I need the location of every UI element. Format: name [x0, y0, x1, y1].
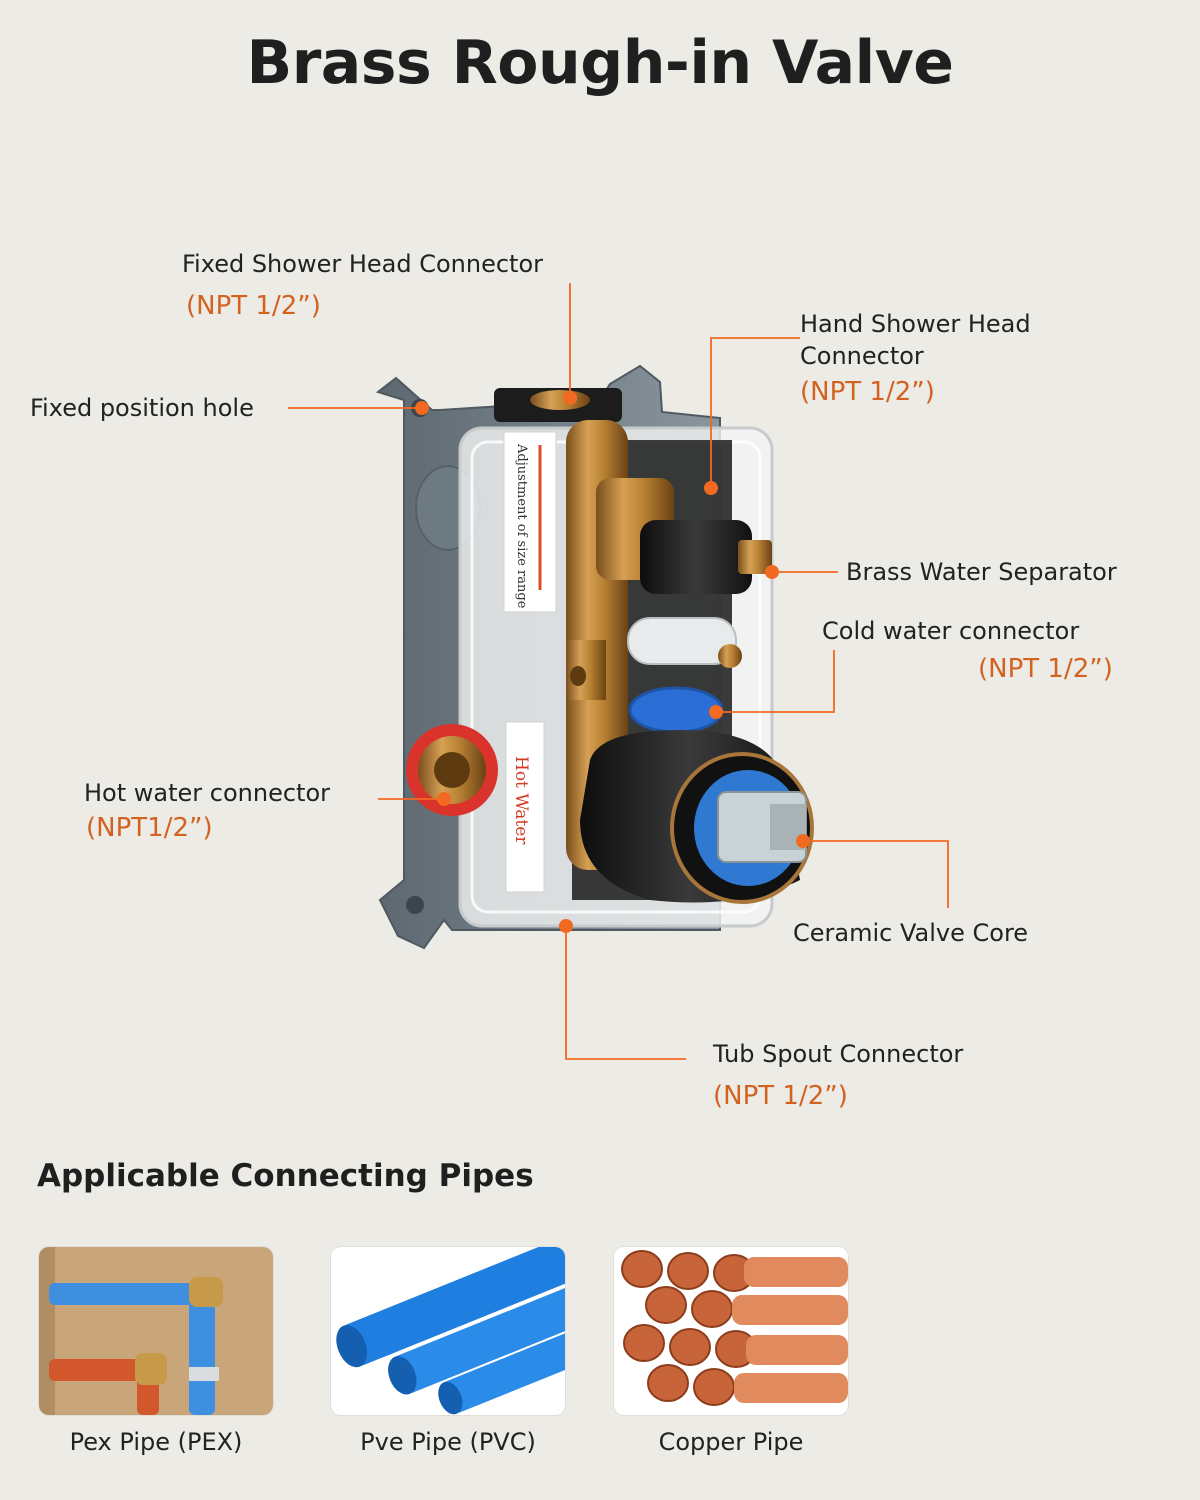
- callout-dot-fixed-shower: [563, 391, 577, 405]
- callout-dot-hot-water: [437, 792, 451, 806]
- cold-check-stub: [627, 617, 742, 668]
- callout-dot-hand-shower: [704, 481, 718, 495]
- separator-label: Brass Water Separator: [846, 558, 1117, 586]
- pvc-pipe-caption: Pve Pipe (PVC): [360, 1428, 536, 1456]
- fixed-hole-label: Fixed position hole: [30, 394, 254, 422]
- hot-water-spec: (NPT1/2”): [86, 813, 213, 843]
- ceramic-valve-cartridge: [580, 730, 814, 904]
- top-connector-port: [494, 388, 622, 422]
- pvc-pipe-image: [331, 1247, 565, 1415]
- tub-spout-label: Tub Spout Connector: [713, 1040, 964, 1068]
- copper-pipe-caption: Copper Pipe: [658, 1428, 804, 1456]
- callout-dots: [415, 391, 810, 933]
- callout-dot-fixed-hole: [415, 401, 429, 415]
- hot-water-label: Hot water connector: [84, 779, 330, 807]
- box-side-label: Adjustment of size range: [514, 443, 529, 609]
- callout-dot-separator: [765, 565, 779, 579]
- fixed-shower-spec: (NPT 1/2”): [186, 291, 321, 321]
- cold-water-label: Cold water connector: [822, 617, 1080, 645]
- ceramic-label: Ceramic Valve Core: [793, 919, 1029, 947]
- fixed-shower-label: Fixed Shower Head Connector: [182, 250, 544, 278]
- valve-diagram: Adjustment of size range Hot Water: [288, 283, 949, 1060]
- hot-water-port: [406, 724, 498, 816]
- cold-water-port: [628, 686, 724, 734]
- copper-pipe-image: [614, 1247, 848, 1415]
- pipes-heading: Applicable Connecting Pipes: [37, 1158, 534, 1194]
- callout-dot-cold-water: [709, 705, 723, 719]
- page-title: Brass Rough-in Valve: [246, 28, 954, 98]
- callout-dot-tub-spout: [559, 919, 573, 933]
- callout-dot-ceramic: [796, 834, 810, 848]
- hand-shower-spec: (NPT 1/2”): [800, 377, 935, 407]
- brass-water-separator: [596, 478, 772, 594]
- pex-pipe-image: [39, 1247, 273, 1415]
- hand-shower-label-1: Hand Shower Head: [800, 310, 1031, 338]
- cold-water-spec: (NPT 1/2”): [978, 654, 1113, 684]
- hot-water-text: Hot Water: [511, 756, 531, 845]
- callout-lines: [288, 283, 949, 1060]
- hand-shower-label-2: Connector: [800, 342, 924, 370]
- pex-pipe-caption: Pex Pipe (PEX): [69, 1428, 243, 1456]
- tub-spout-spec: (NPT 1/2”): [713, 1081, 848, 1111]
